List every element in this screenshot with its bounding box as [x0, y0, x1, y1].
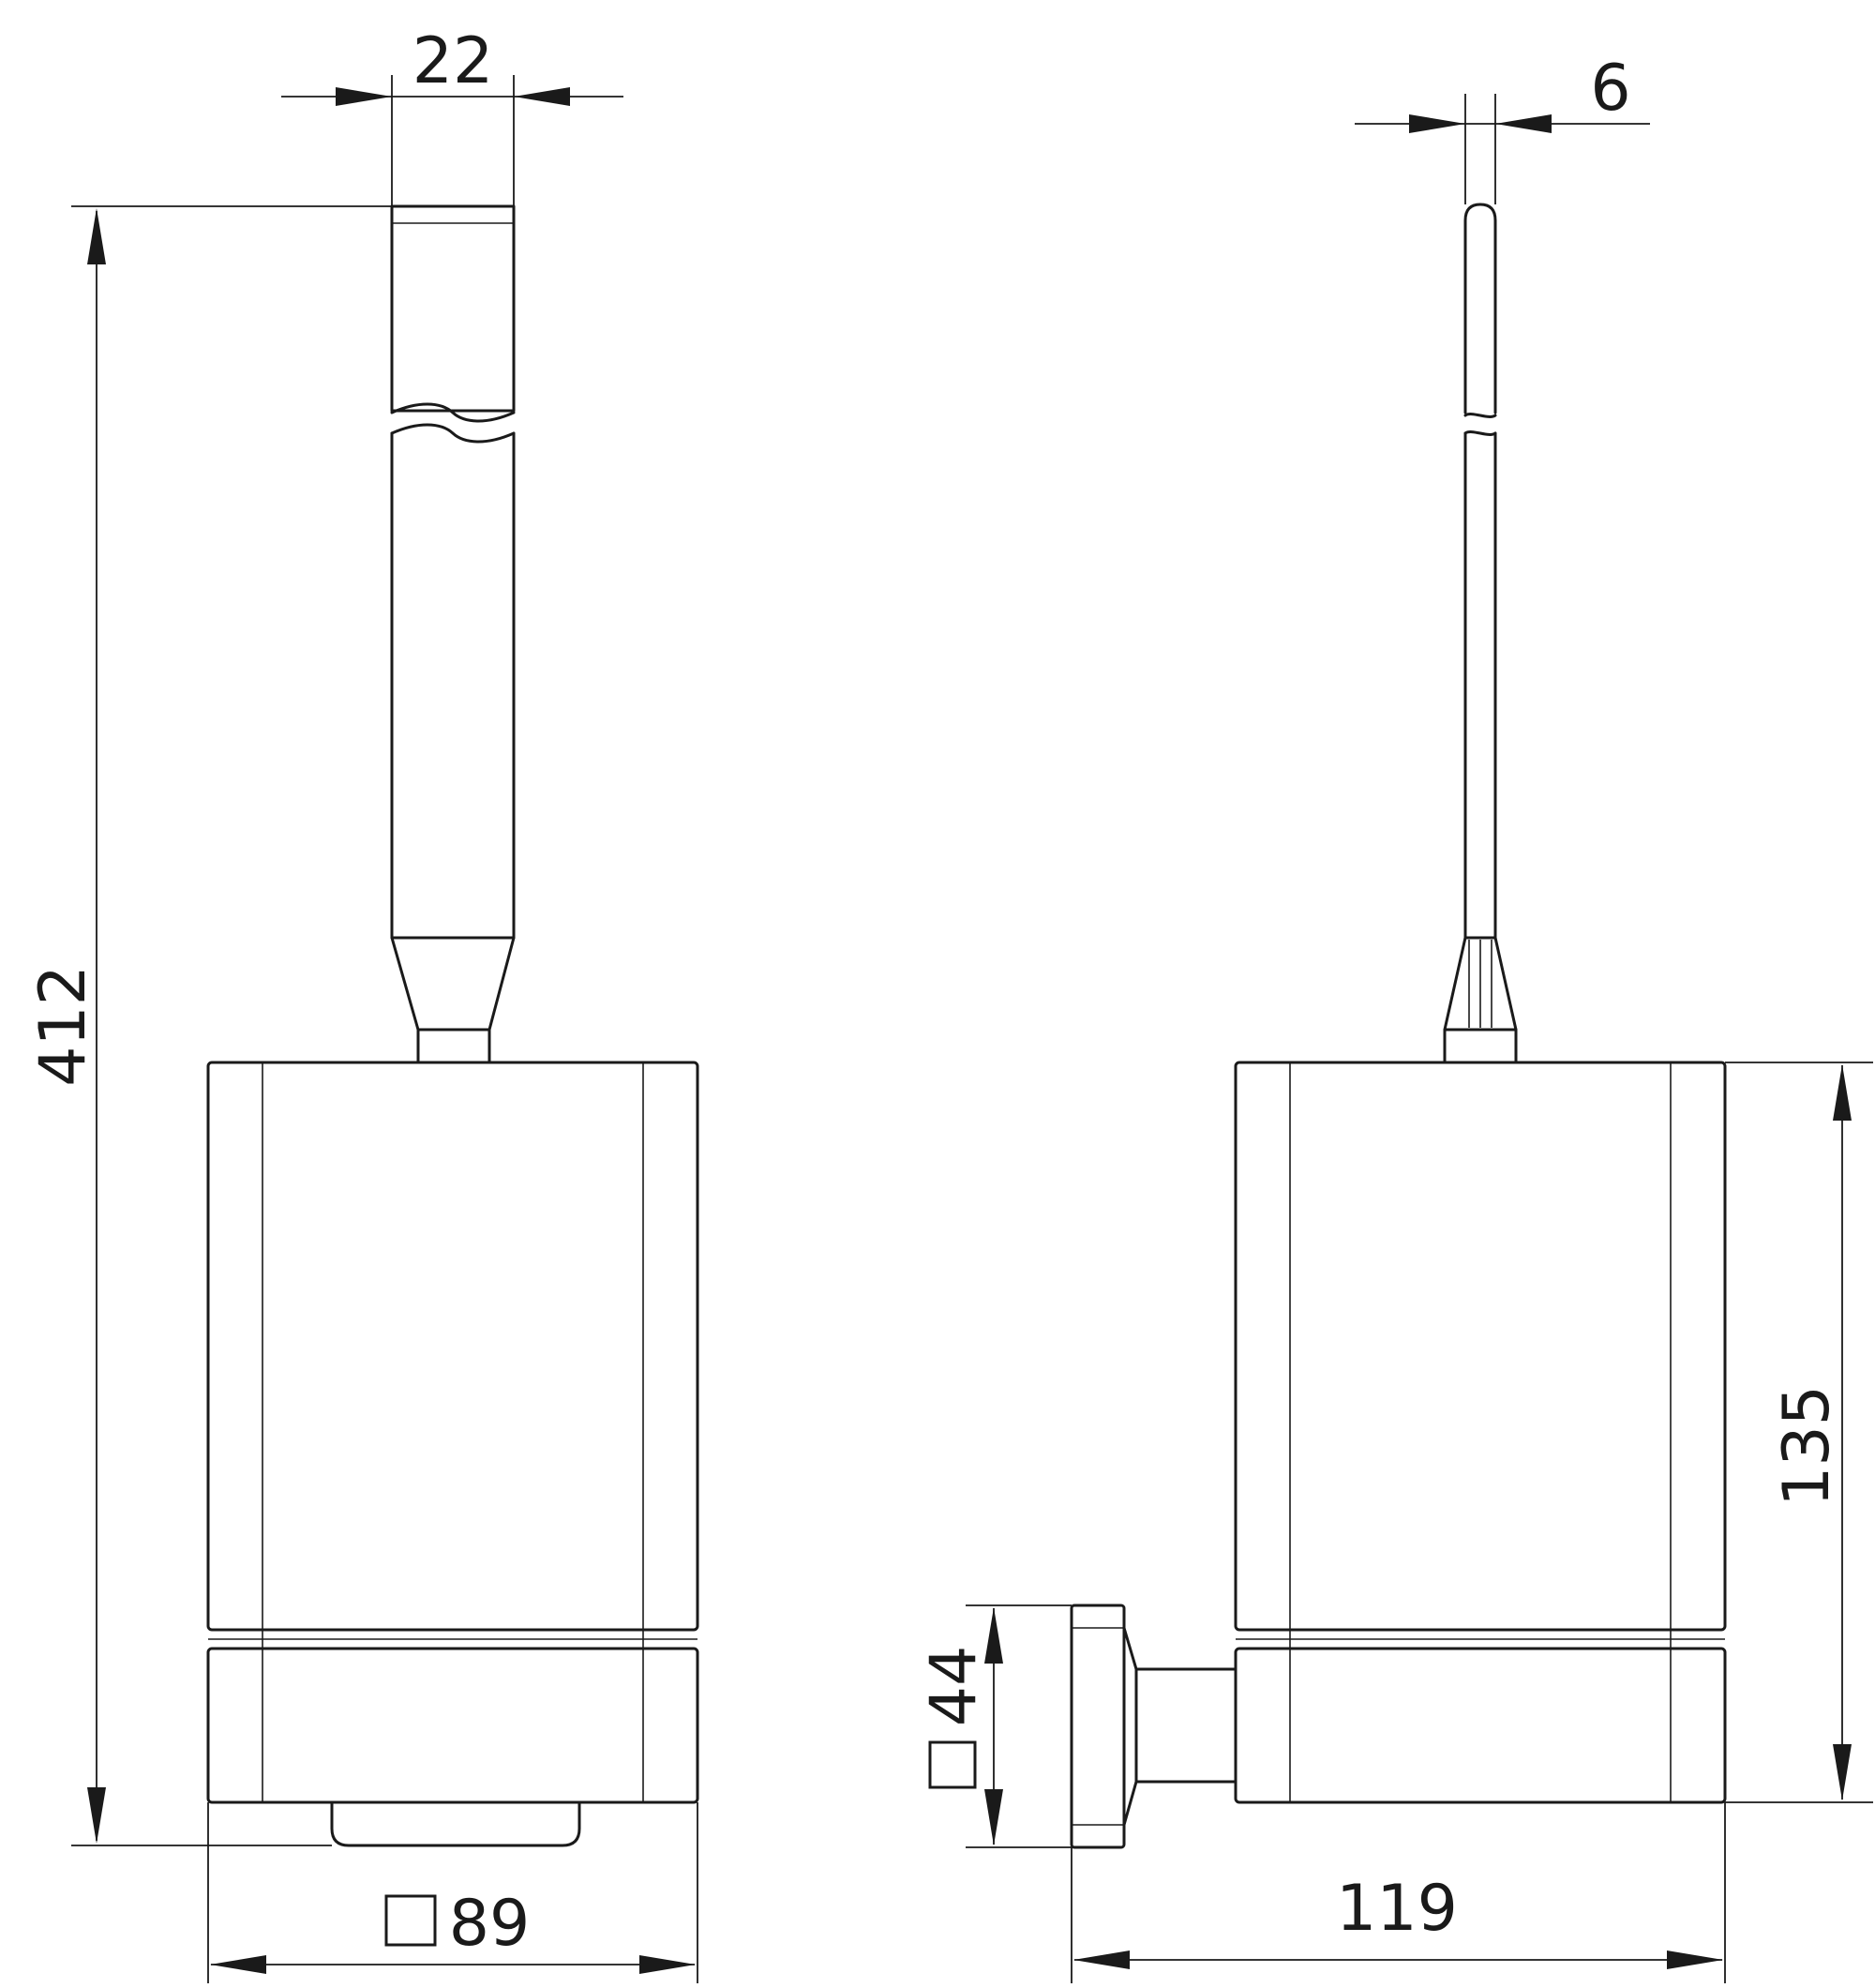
front-view — [206, 204, 699, 1847]
dim-handle-width: 22 — [281, 24, 623, 206]
label-rod-diameter: 6 — [1590, 52, 1630, 126]
side-view — [1070, 203, 1727, 1849]
dim-base-square: 89 — [207, 1802, 698, 1983]
label-handle-width: 22 — [412, 24, 494, 98]
dim-rod-diameter: 6 — [1355, 52, 1650, 204]
label-holder-height: 135 — [1770, 1385, 1844, 1507]
square-symbol-icon — [928, 1740, 977, 1789]
handle-side — [1443, 203, 1518, 1064]
label-projection: 119 — [1336, 1872, 1458, 1946]
holder-side — [1234, 1061, 1727, 1804]
label-total-height: 412 — [26, 965, 100, 1087]
label-base-square: 89 — [449, 1887, 531, 1961]
wall-mount — [1070, 1604, 1238, 1849]
dim-projection: 119 — [1071, 1802, 1726, 1983]
holder-front — [206, 1061, 699, 1847]
handle-front — [386, 204, 519, 1064]
dim-holder-height: 135 — [1725, 1062, 1873, 1803]
dim-total-height: 412 — [26, 205, 392, 1846]
square-symbol-icon — [384, 1894, 437, 1947]
label-wall-plate: 44 — [917, 1646, 991, 1727]
dim-wall-plate: 44 — [917, 1604, 1072, 1848]
